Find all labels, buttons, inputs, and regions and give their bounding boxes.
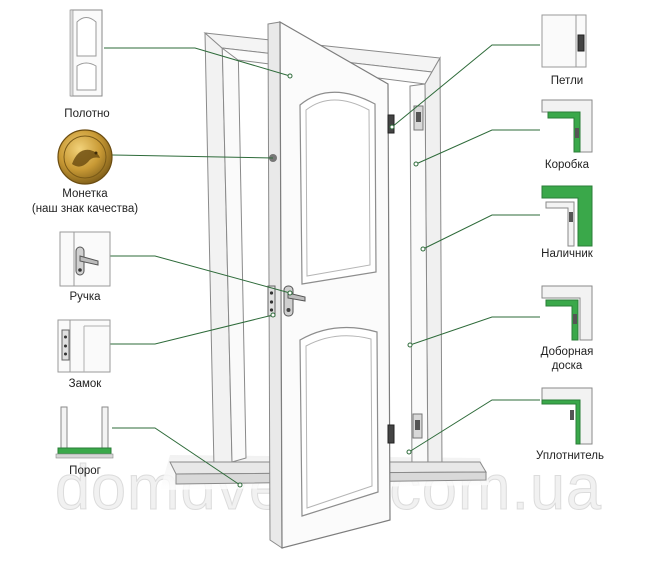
thumb-lock bbox=[57, 319, 111, 373]
label-threshold: Порог bbox=[69, 465, 101, 477]
thumb-box bbox=[541, 99, 593, 153]
thumb-seal bbox=[541, 387, 593, 445]
label-seal: Уплотнитель bbox=[536, 450, 604, 462]
label-handle: Ручка bbox=[69, 291, 101, 303]
label-lock: Замок bbox=[68, 378, 102, 390]
thumb-handle bbox=[59, 231, 111, 287]
leaf-hinge-top bbox=[387, 114, 395, 134]
thumb-leaf bbox=[69, 9, 103, 97]
thumb-casing bbox=[541, 185, 593, 247]
door-leaf bbox=[267, 20, 391, 549]
quality-coin-icon bbox=[57, 129, 113, 185]
thumb-hinges bbox=[541, 14, 587, 68]
frame-hinge-bottom bbox=[412, 413, 423, 439]
label-box: Коробка bbox=[544, 159, 590, 171]
label-casing: Наличник bbox=[541, 248, 593, 260]
lock-on-door bbox=[267, 285, 276, 317]
leaf-hinge-bottom bbox=[387, 424, 395, 444]
label-extension-line2: доска bbox=[551, 360, 583, 372]
thumb-threshold bbox=[55, 406, 114, 459]
label-coin-title: Монетка bbox=[62, 188, 108, 200]
label-hinges: Петли bbox=[550, 75, 584, 87]
frame-hinge-top bbox=[413, 105, 424, 131]
label-leaf: Полотно bbox=[64, 108, 110, 120]
thumb-extension-board bbox=[541, 285, 593, 341]
leader-lines bbox=[104, 44, 540, 486]
leader-dots bbox=[237, 73, 426, 488]
label-extension-line1: Доборная bbox=[540, 346, 594, 358]
label-coin-subtitle: (наш знак качества) bbox=[31, 203, 139, 215]
